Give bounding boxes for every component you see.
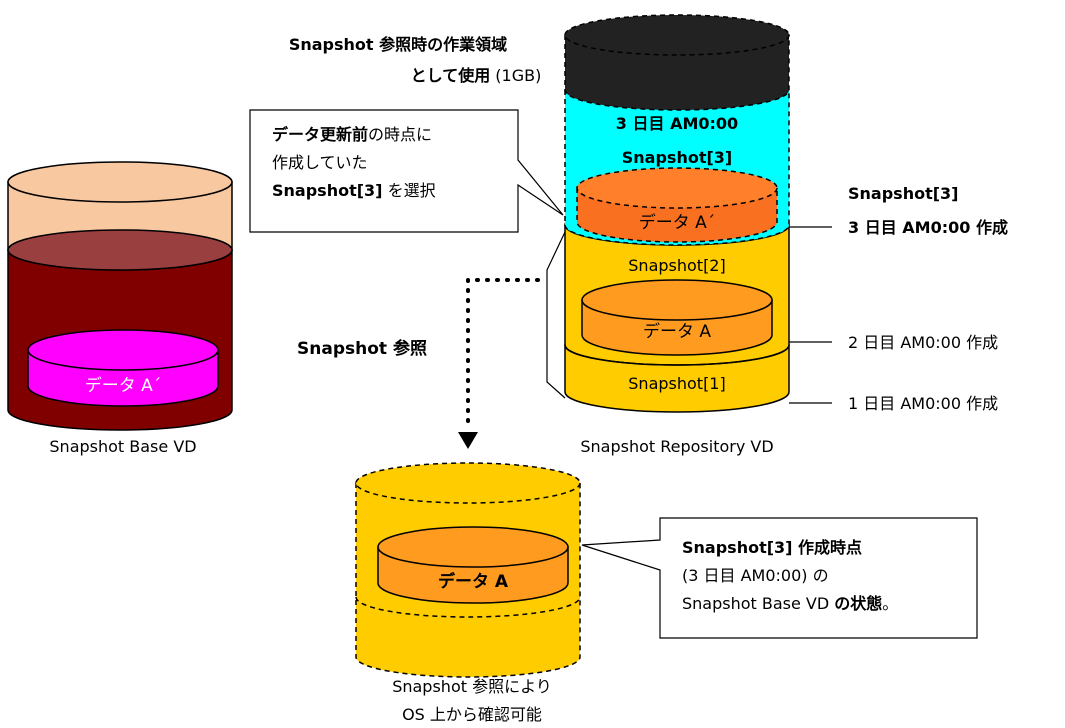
repo-day3-label: 3 日目 AM0:00 bbox=[616, 114, 738, 133]
snapshot1-boundary bbox=[564, 344, 790, 366]
os-view-cylinder: データ A bbox=[355, 462, 581, 678]
repo-snapshot3-label: Snapshot[3] bbox=[622, 148, 732, 167]
repo-data-a-disc-top bbox=[581, 279, 773, 321]
workspace-note-line1: Snapshot 参照時の作業領域 bbox=[289, 35, 507, 54]
state-note-line1: Snapshot[3] 作成時点 bbox=[682, 538, 862, 557]
workspace-section bbox=[564, 34, 790, 111]
snapshot1-label: Snapshot[1] bbox=[628, 374, 725, 393]
os-view-top-ellipse bbox=[355, 462, 581, 504]
selection-note-line1-rest: の時点に bbox=[368, 125, 432, 144]
base-vd-data-label: データ A´ bbox=[85, 375, 162, 396]
repo-data-a-prime-disc-top bbox=[576, 167, 778, 209]
base-vd-level-ellipse bbox=[7, 229, 233, 271]
selection-note-line3: Snapshot[3] を選択 bbox=[272, 181, 436, 200]
selection-note-line1-bold: データ更新前 bbox=[272, 125, 368, 144]
reference-arrow-icon bbox=[458, 432, 478, 449]
os-view-mid-boundary bbox=[355, 596, 581, 618]
snapshot2-label: Snapshot[2] bbox=[628, 256, 725, 275]
os-view-caption-line2: OS 上から確認可能 bbox=[402, 705, 542, 724]
repository-label: Snapshot Repository VD bbox=[580, 437, 773, 456]
os-view-data-label: データ A bbox=[438, 571, 509, 592]
repo-data-a-prime-label: データ A´ bbox=[639, 212, 716, 233]
base-vd-data-disc-top bbox=[27, 329, 219, 371]
base-vd-top-ellipse bbox=[7, 161, 233, 203]
selection-note-line3-bold: Snapshot[3] bbox=[272, 181, 382, 200]
day3-right-label: 3 日目 AM0:00 作成 bbox=[848, 218, 1008, 237]
reference-label: Snapshot 参照 bbox=[297, 338, 427, 359]
state-callout bbox=[581, 517, 978, 639]
state-note-line3-normal: Snapshot Base VD bbox=[682, 594, 834, 613]
snapshot2-bracket bbox=[546, 231, 566, 399]
state-note-line3: Snapshot Base VD の状態。 bbox=[682, 594, 898, 613]
workspace-note-line2: として使用 (1GB) bbox=[411, 66, 542, 85]
selection-note-line3-rest: を選択 bbox=[382, 181, 435, 200]
selection-note-line2: 作成していた bbox=[272, 153, 368, 172]
workspace-top-ellipse bbox=[564, 14, 790, 56]
snapshot3-right-label: Snapshot[3] bbox=[848, 184, 958, 203]
selection-note-line1: データ更新前の時点に bbox=[272, 125, 432, 144]
selection-callout bbox=[249, 109, 564, 233]
state-note-line3-bold: の状態 bbox=[834, 594, 882, 613]
state-note-line3-end: 。 bbox=[882, 594, 898, 613]
workspace-note-line2-rest: (1GB) bbox=[490, 66, 541, 85]
base-vd-label: Snapshot Base VD bbox=[49, 437, 196, 456]
workspace-note-line2-bold: として使用 bbox=[411, 66, 491, 85]
base-vd-cylinder: データ A´ bbox=[7, 161, 233, 431]
day2-right-label: 2 日目 AM0:00 作成 bbox=[848, 333, 998, 352]
repo-data-a-label: データ A bbox=[643, 321, 711, 342]
reference-path bbox=[458, 278, 540, 449]
os-view-caption-line1: Snapshot 参照により bbox=[392, 677, 552, 696]
state-note-line2: (3 日目 AM0:00) の bbox=[682, 566, 829, 585]
day1-right-label: 1 日目 AM0:00 作成 bbox=[848, 394, 998, 413]
repository-cylinder: データ A´ データ A 3 日目 AM0:00 Snapshot[3] Sna… bbox=[564, 14, 790, 413]
os-view-data-disc-top bbox=[377, 526, 569, 568]
